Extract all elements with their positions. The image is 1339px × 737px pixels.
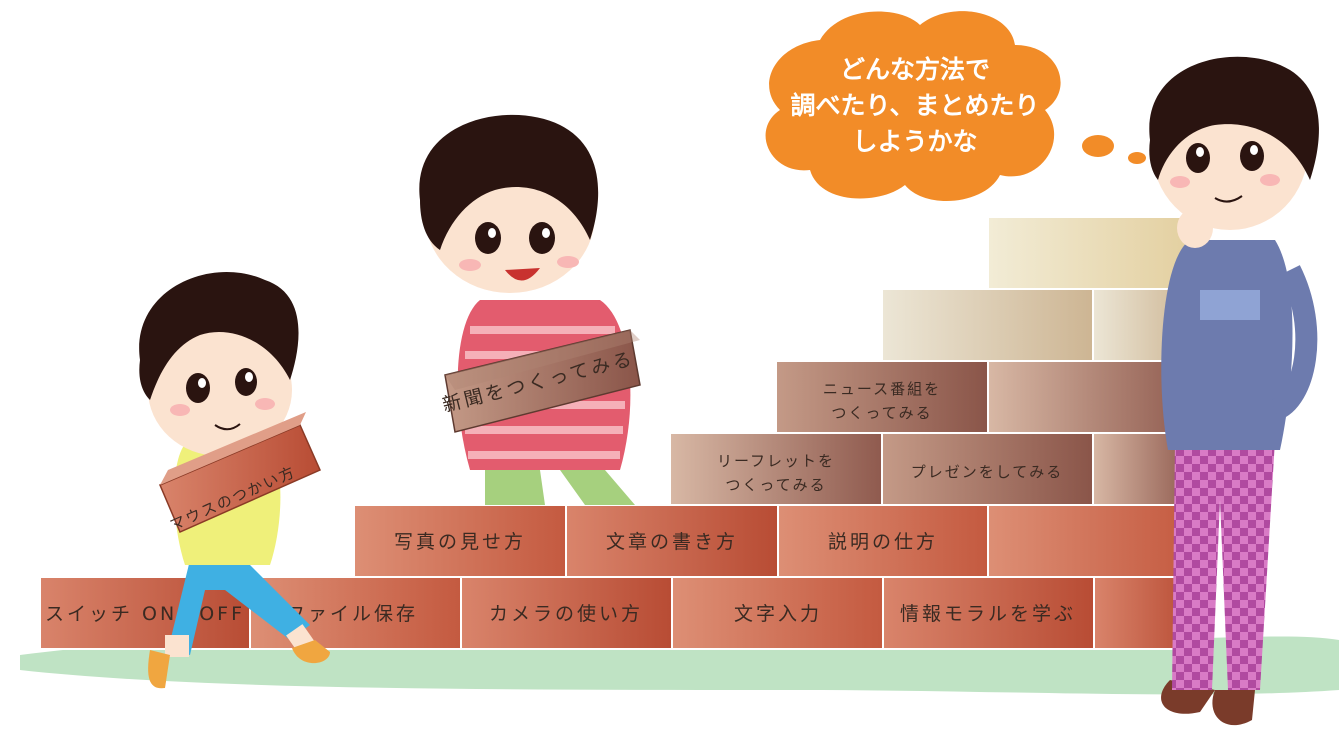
brick-label-camera: カメラの使い方 (489, 603, 643, 625)
thought-bubble: どんな方法で 調べたり、まとめたり しようかな (765, 11, 1061, 202)
bubble-line-1: どんな方法で (840, 55, 990, 84)
brick (987, 216, 1195, 290)
brick-label-leaflet-2: つくってみる (725, 476, 826, 494)
brick-label-news-1: ニュース番組を (823, 380, 941, 398)
brick (882, 576, 1095, 650)
brick (987, 504, 1195, 578)
brick (460, 576, 673, 650)
brick-label-photo: 写真の見せ方 (394, 531, 526, 553)
brick-label-news-2: つくってみる (831, 404, 932, 422)
brick-label-moral: 情報モラルを学ぶ (900, 603, 1076, 625)
bubble-line-3: しようかな (852, 127, 977, 156)
thought-dot-large (1082, 135, 1114, 157)
brick-label-explain: 説明の仕方 (828, 531, 938, 553)
brick (671, 576, 884, 650)
brick-label-leaflet-1: リーフレットを (717, 452, 835, 470)
carried-brick-newspaper: 新聞をつくってみる (440, 329, 641, 433)
brick-label-text-input: 文字入力 (734, 603, 822, 625)
brick (881, 432, 1094, 506)
brick (353, 504, 567, 578)
brick-label-presentation: プレゼンをしてみる (911, 463, 1064, 481)
small-child (139, 271, 330, 689)
thought-dot-small (1128, 152, 1146, 164)
brick-label-switch: スイッチ ON・OFF (45, 603, 245, 625)
brick (565, 504, 779, 578)
brick-label-file-save: ファイル保存 (286, 603, 418, 625)
bubble-line-2: 調べたり、まとめたり (790, 91, 1039, 120)
brick-label-writing: 文章の書き方 (606, 531, 738, 553)
tall-child (1149, 56, 1319, 726)
brick (881, 288, 1094, 362)
middle-child (419, 114, 635, 505)
brick (777, 504, 989, 578)
